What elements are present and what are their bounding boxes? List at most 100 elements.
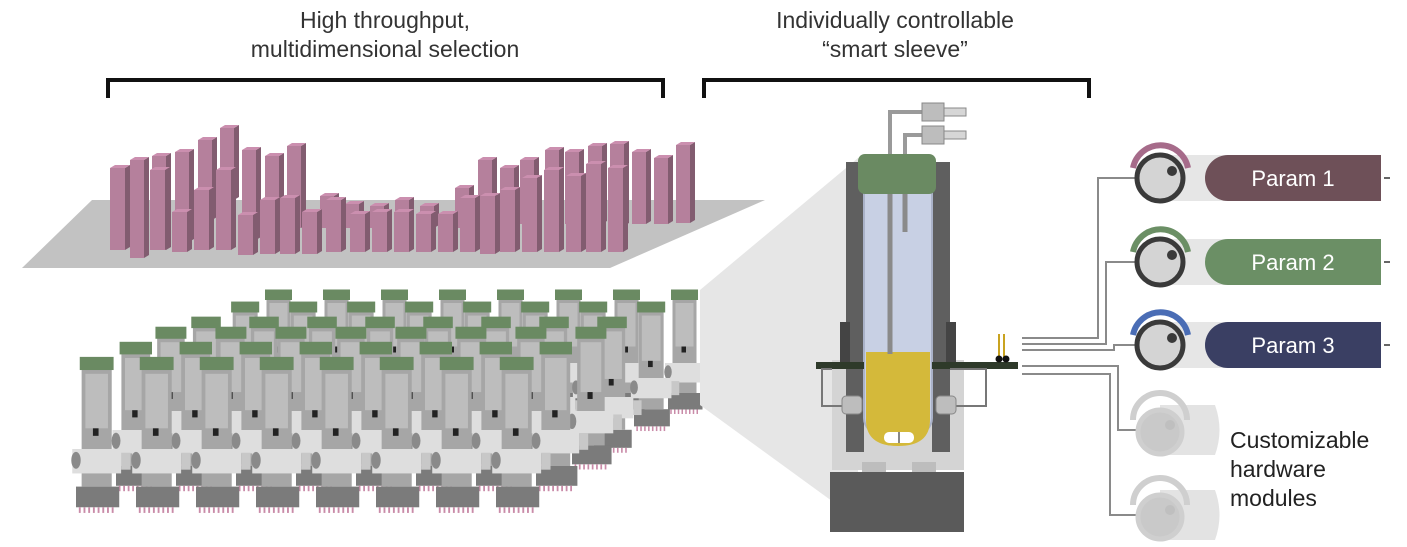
bar: [172, 209, 192, 252]
bar-top: [216, 167, 236, 170]
bar-top: [520, 157, 539, 160]
array-sleeve-led: [681, 346, 686, 353]
param-module-arc-icon: [1130, 226, 1191, 253]
left-bracket: [106, 78, 665, 98]
bar-top: [326, 197, 346, 200]
array-sleeve-sensor: [131, 451, 141, 469]
array-sleeve: [630, 301, 680, 432]
bar-face: [150, 170, 165, 250]
array-sleeve-cap: [347, 301, 376, 313]
bar-top: [610, 141, 629, 144]
array-sleeve-cap: [671, 289, 698, 300]
array-sleeve-cap: [497, 289, 524, 300]
bar-top: [460, 195, 480, 198]
bar-top: [265, 153, 284, 156]
bar-face: [416, 214, 431, 252]
array-sleeve-cap: [539, 316, 569, 329]
led-2: [1002, 355, 1010, 363]
array-sleeve: [131, 356, 191, 513]
param-module-arc-icon: [1130, 309, 1191, 336]
bar: [566, 173, 586, 252]
array-sleeve-window: [580, 342, 602, 393]
array-sleeve-module: [241, 452, 251, 470]
smart-sleeve: [816, 102, 1018, 532]
bar-top: [150, 167, 170, 170]
array-sleeve-sensor: [71, 451, 81, 469]
array-sleeve-module: [301, 452, 311, 470]
bar-top: [152, 153, 171, 156]
array-sleeve-base: [76, 486, 120, 508]
bar: [416, 211, 436, 252]
right-sensor: [935, 395, 957, 415]
sleeve-right-wall: [932, 162, 950, 452]
array-sleeve-cap: [365, 316, 395, 329]
sleeve-base-slot-2: [912, 462, 936, 472]
bar-top: [260, 197, 280, 200]
array-sleeve-base: [376, 486, 420, 508]
array-sleeve-cap: [499, 356, 534, 371]
array-sleeve-cap: [419, 341, 452, 355]
array-sleeve: [371, 356, 431, 513]
bar-face: [326, 200, 341, 252]
zoom-cone: [700, 158, 858, 520]
array-sleeve-window: [245, 358, 267, 411]
bar-top: [287, 143, 306, 146]
array-sleeve-base: [536, 466, 578, 486]
pcb-left: [816, 362, 864, 369]
bar-top: [416, 211, 436, 214]
array-sleeve-window: [125, 358, 147, 411]
bar-face: [216, 170, 231, 250]
array-sleeve-cap: [481, 316, 511, 329]
bar-top: [220, 125, 239, 128]
array-sleeve-base: [496, 486, 540, 508]
array-sleeve-cap: [515, 326, 547, 339]
bar-side: [537, 175, 542, 252]
param-module-pill-end: [1300, 155, 1381, 201]
array-sleeve-window: [641, 315, 661, 361]
array-sleeve-window: [385, 373, 408, 429]
array-sleeve-module: [481, 452, 491, 470]
bar: [500, 187, 520, 252]
bar-top: [608, 165, 628, 168]
bar-side: [646, 149, 651, 224]
bar-top: [172, 209, 192, 212]
param-module-knob-indicator: [1167, 250, 1177, 260]
right-bracket: [702, 78, 1091, 98]
array-sleeve: [71, 356, 131, 513]
bar-top: [480, 193, 500, 196]
array-sleeve-cap: [323, 289, 350, 300]
array-sleeve-cap: [231, 301, 260, 313]
left-sensor: [841, 395, 863, 415]
array-sleeve-cap: [463, 301, 492, 313]
array-sleeve-base: [572, 445, 612, 465]
array-sleeve-led: [132, 410, 138, 418]
bar-side: [690, 142, 695, 223]
bar-face: [350, 214, 365, 252]
left-wire: [821, 368, 846, 407]
array-sleeve-cap: [215, 326, 247, 339]
bar-side: [668, 155, 673, 224]
array-sleeve-cap: [265, 289, 292, 300]
array-sleeve-cap: [521, 301, 550, 313]
sleeve-left-wall: [846, 162, 864, 452]
array-sleeve-module: [613, 414, 622, 430]
param-module-arc-icon: [1130, 142, 1191, 169]
array-sleeve-sensor: [291, 432, 301, 449]
array-sleeve-base: [668, 393, 703, 410]
bar-face: [632, 152, 646, 224]
param-module-knob-icon: [1134, 152, 1186, 204]
bar-side: [301, 143, 306, 228]
bar-side: [209, 187, 214, 250]
param-module-knob-icon: [1134, 319, 1186, 371]
array-sleeve-cap: [119, 341, 152, 355]
array-sleeve-led: [623, 346, 628, 353]
left-title-line1: High throughput,: [299, 7, 471, 33]
param-module-label: Param 2: [1251, 250, 1334, 275]
bar-top: [320, 193, 339, 196]
array-sleeve-led: [608, 378, 614, 386]
custom-module-2: [1130, 475, 1220, 542]
array-sleeve-window: [505, 373, 528, 429]
array-sleeve-sensor: [411, 432, 421, 449]
